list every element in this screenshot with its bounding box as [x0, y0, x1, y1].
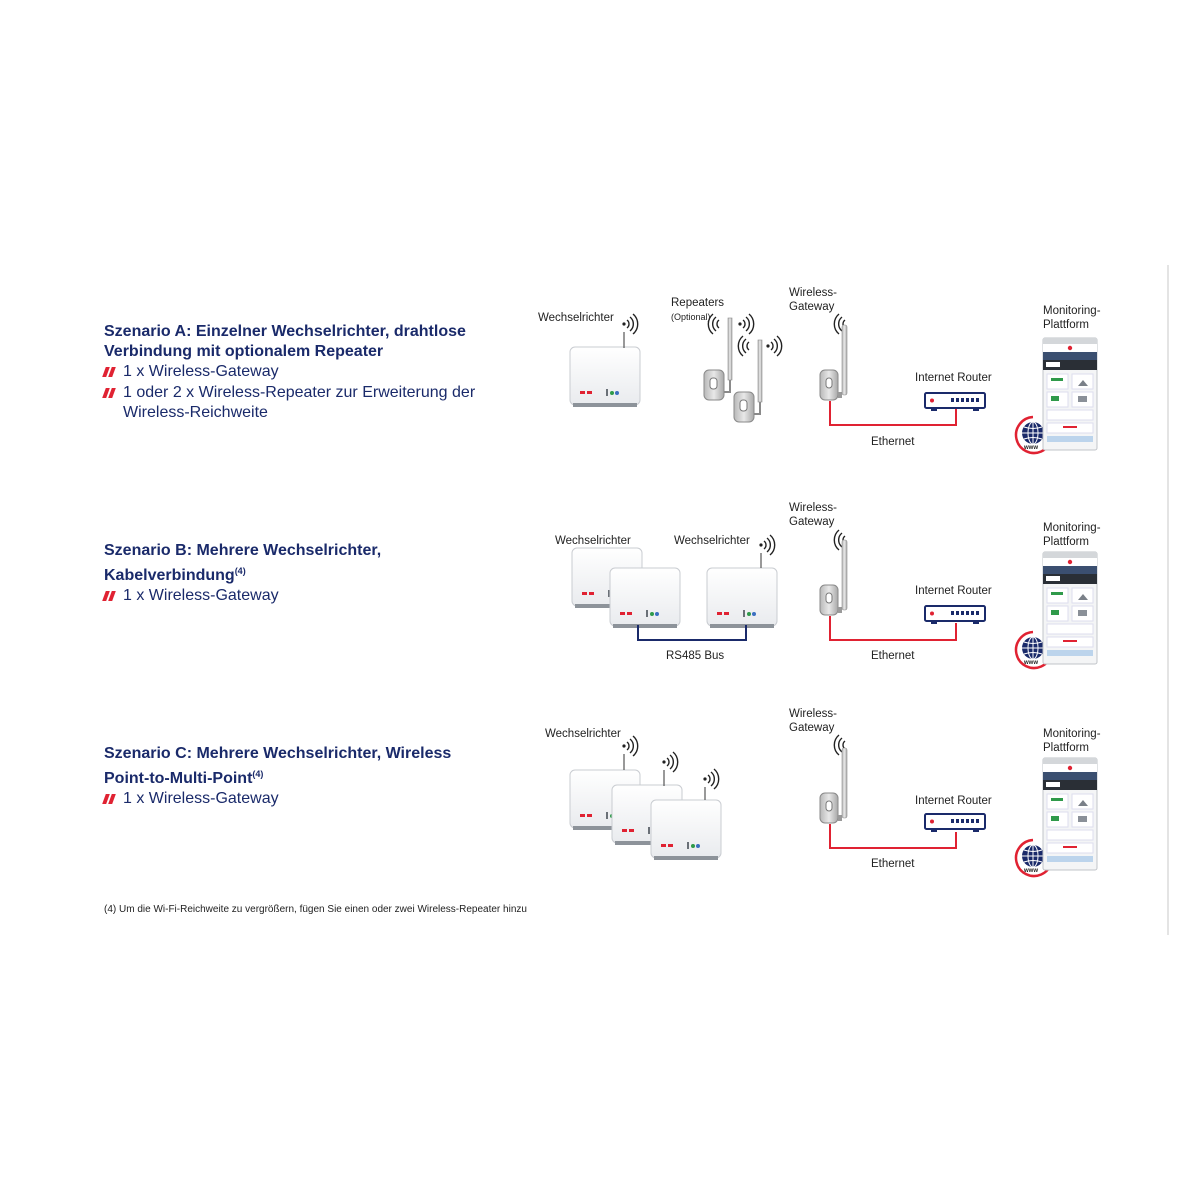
inverter-icon: [609, 567, 681, 629]
scenario-b-text: Szenario B: Mehrere Wechselrichter, Kabe…: [102, 541, 382, 607]
list-item: 1 x Wireless-Gateway: [102, 586, 381, 607]
scenario-c-diagram: [569, 734, 1098, 878]
gateway-icon: [819, 539, 848, 616]
scenario-a-list: 1 x Wireless-Gateway 1 oder 2 x Wireless…: [102, 362, 475, 424]
scenario-b-title: Szenario B: Mehrere Wechselrichter, Kabe…: [104, 542, 382, 584]
label-gateway: Wireless-Gateway: [789, 708, 837, 734]
label-router: Internet Router: [915, 795, 992, 807]
label-gateway: Wireless-Gateway: [789, 502, 837, 528]
router-icon: [924, 605, 986, 625]
footnote: (4) Um die Wi-Fi-Reichweite zu vergrößer…: [104, 904, 527, 915]
scenario-b-diagram: [571, 529, 1098, 670]
wifi-signal-icon: [758, 534, 776, 556]
label-monitoring: Monitoring-Plattform: [1043, 728, 1101, 754]
label-www: www: [1024, 660, 1039, 666]
list-item: 1 x Wireless-Gateway: [102, 789, 451, 810]
wifi-signal-icon: [737, 313, 755, 335]
repeater-icon: [733, 339, 763, 423]
monitoring-app-icon: [1042, 757, 1098, 871]
router-icon: [924, 392, 986, 412]
list-item: 1 x Wireless-Gateway: [102, 362, 475, 383]
router-icon: [924, 813, 986, 833]
wifi-signal-icon: [621, 735, 639, 757]
label-inverter: Wechselrichter: [545, 728, 621, 740]
label-inverter: Wechselrichter: [538, 312, 614, 324]
monitoring-app-icon: [1042, 551, 1098, 665]
scenario-a-title: Szenario A: Einzelner Wechselrichter, dr…: [104, 323, 466, 360]
monitoring-app-icon: [1042, 337, 1098, 451]
scenario-c-title: Szenario C: Mehrere Wechselrichter, Wire…: [104, 745, 452, 787]
repeater-icon: [703, 317, 733, 401]
label-inverter: Wechselrichter: [555, 535, 631, 547]
scenario-b-list: 1 x Wireless-Gateway: [102, 586, 381, 607]
wifi-signal-icon: [621, 313, 639, 335]
scenario-a-diagram: [569, 313, 1098, 455]
gateway-icon: [819, 747, 848, 824]
label-rs485-bus: RS485 Bus: [666, 650, 725, 662]
scenario-a-text: Szenario A: Einzelner Wechselrichter, dr…: [102, 322, 475, 424]
label-ethernet: Ethernet: [871, 858, 915, 870]
label-ethernet: Ethernet: [871, 436, 915, 448]
label-monitoring: Monitoring-Plattform: [1043, 305, 1101, 331]
inverter-icon: [706, 567, 778, 629]
label-www: www: [1024, 445, 1039, 451]
gateway-icon: [819, 324, 848, 401]
label-router: Internet Router: [915, 585, 992, 597]
scenario-c-list: 1 x Wireless-Gateway: [102, 789, 451, 810]
list-item: 1 oder 2 x Wireless-Repeater zur Erweite…: [102, 383, 475, 424]
wifi-signal-icon: [661, 751, 679, 773]
label-www: www: [1024, 868, 1039, 874]
label-repeaters: Repeaters(Optional): [671, 297, 725, 322]
wifi-signal-icon: [765, 335, 783, 357]
label-inverter: Wechselrichter: [674, 535, 750, 547]
label-ethernet: Ethernet: [871, 650, 915, 662]
inverter-icon: [650, 799, 722, 861]
label-monitoring: Monitoring-Plattform: [1043, 522, 1101, 548]
wifi-signal-icon: [737, 335, 750, 357]
page-right-rule: [1167, 265, 1169, 935]
label-gateway: Wireless-Gateway: [789, 287, 837, 313]
scenario-c-text: Szenario C: Mehrere Wechselrichter, Wire…: [102, 744, 452, 810]
label-router: Internet Router: [915, 372, 992, 384]
wifi-signal-icon: [702, 768, 720, 790]
inverter-icon: [569, 346, 641, 408]
